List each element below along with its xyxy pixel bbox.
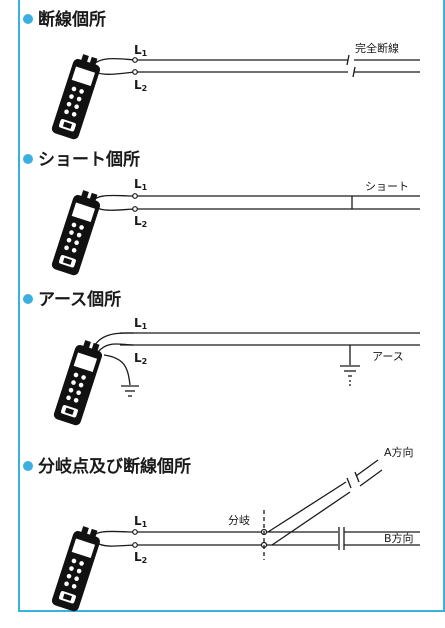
label-l1: L1 [134, 514, 148, 529]
cable-lines [137, 59, 420, 73]
tester-device-icon [50, 523, 104, 613]
tester-device-icon [50, 187, 104, 277]
label-l2: L2 [134, 78, 147, 93]
section-title-branch: 分岐点及び断線個所 [38, 456, 191, 477]
label-l2: L2 [134, 214, 147, 229]
label-l1: L1 [134, 177, 148, 192]
ground-symbol-icon [340, 365, 360, 386]
annotation-complete-break: 完全断線 [355, 41, 399, 55]
section-title-short: ショート個所 [38, 149, 140, 170]
annotation-short: ショート [365, 180, 409, 193]
wire-break-icon [346, 54, 356, 78]
label-l2: L2 [134, 550, 147, 565]
cable-lines [137, 459, 420, 560]
bullet-dot-icon [23, 14, 33, 24]
bullet-dot-icon [23, 154, 33, 164]
ground-symbol-icon [121, 385, 139, 397]
label-l1: L1 [134, 316, 148, 331]
frame-bottom-border [18, 610, 445, 612]
section-short: ショート個所 L1 L2 ショート [23, 149, 420, 277]
direction-b-label: B方向 [384, 531, 414, 545]
cable-lines [137, 195, 420, 210]
section-branch: 分岐点及び断線個所 L1 L2 分岐 [23, 445, 420, 613]
label-l2: L2 [134, 351, 147, 366]
wire-break-icon [338, 471, 360, 550]
cable-lines [120, 332, 420, 365]
section-earth: アース個所 L1 L2 アース [23, 289, 420, 427]
section-title-earth: アース個所 [38, 289, 121, 310]
frame-right-border [443, 0, 445, 612]
frame-left-border [18, 0, 20, 612]
annotation-earth: アース [372, 350, 404, 363]
tester-device-icon [50, 51, 104, 141]
section-disconnection: 断線個所 L1 L2 完全断線 [23, 9, 420, 141]
section-title-disconnection: 断線個所 [38, 9, 106, 30]
tester-device-icon [52, 337, 106, 427]
annotation-branch: 分岐 [228, 514, 250, 527]
label-l1: L1 [134, 43, 148, 58]
bullet-dot-icon [23, 461, 33, 471]
direction-a-label: A方向 [384, 445, 414, 459]
bullet-dot-icon [23, 294, 33, 304]
